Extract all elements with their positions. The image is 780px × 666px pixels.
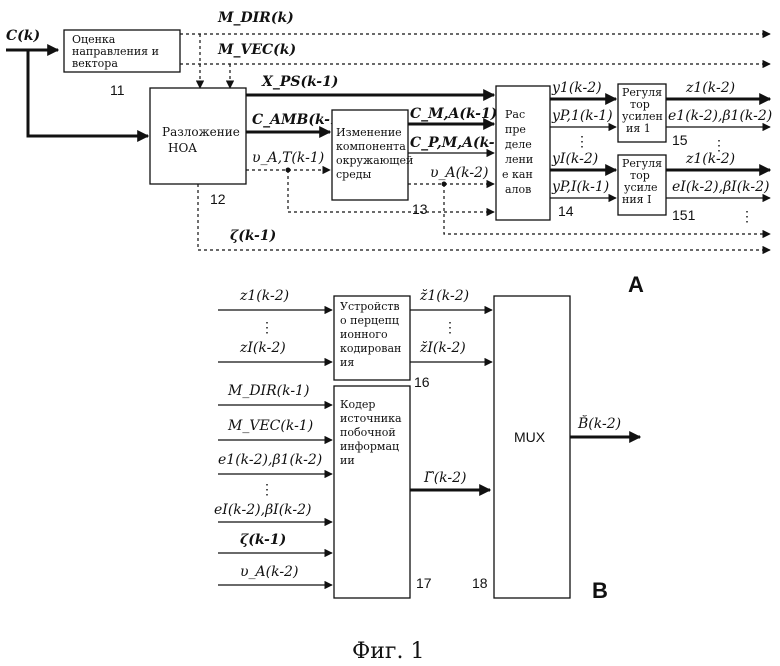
block-16-line-2: о перцепц xyxy=(340,314,399,327)
block-13-line-3: окружающей xyxy=(336,154,413,167)
b-va-label: υ_A(k-2) xyxy=(240,564,298,580)
block-18 xyxy=(494,296,570,598)
block-17-line-1: Кодер xyxy=(340,398,375,411)
b-mdir-label: M_DIR(k-1) xyxy=(227,383,309,399)
b-zeta-label: ζ(k-1) xyxy=(240,532,286,548)
m-vec-label: M_VEC(k) xyxy=(217,42,296,58)
block-17-number: 17 xyxy=(416,575,432,591)
block-12-number: 12 xyxy=(210,191,226,207)
b-zit-label: z̆I(k-2) xyxy=(419,340,466,356)
block-17-line-4: информац xyxy=(340,440,399,453)
y1-label: y1(k-2) xyxy=(551,80,602,96)
block-11-line-3: вектора xyxy=(72,57,118,70)
z1-label: z1(k-2) xyxy=(685,80,735,96)
block-12-line-2: HOA xyxy=(168,141,197,155)
block-16-number: 16 xyxy=(414,374,430,390)
e1b1-label: e1(k-2),β1(k-2) xyxy=(668,108,772,124)
eibi-label: eI(k-2),βI(k-2) xyxy=(672,179,770,195)
block-18-number: 18 xyxy=(472,575,488,591)
b-mvec-label: M_VEC(k-1) xyxy=(227,418,313,434)
block-18-label: MUX xyxy=(514,429,546,445)
block-16-line-1: Устройств xyxy=(340,300,400,313)
b-eibi-label: eI(k-2),βI(k-2) xyxy=(214,502,312,518)
block-17-line-5: ии xyxy=(340,454,355,467)
z1b-label: z1(k-2) xyxy=(685,151,735,167)
figure-caption: Фиг. 1 xyxy=(352,639,424,664)
b-e1b1-label: e1(k-2),β1(k-2) xyxy=(218,452,322,468)
v-a-label: υ_A(k-2) xyxy=(430,165,488,181)
x-ps-label: X_PS(k-1) xyxy=(261,74,338,90)
block-11-number: 11 xyxy=(110,82,125,98)
yi-label: yI(k-2) xyxy=(551,151,598,167)
block-14-line-2: пре xyxy=(505,123,526,136)
block-16-line-3: ионного xyxy=(340,328,388,341)
block-14-number: 14 xyxy=(558,203,574,219)
block-151-line-4: ния I xyxy=(622,193,651,206)
b-dots-1: ⋮ xyxy=(260,320,274,336)
block-12-line-1: Разложение xyxy=(162,125,240,139)
block-151-number: 151 xyxy=(672,207,696,223)
b-z1t-label: z̆1(k-2) xyxy=(419,288,469,304)
block-13-line-1: Изменение xyxy=(336,126,402,139)
zeta-label: ζ(k-1) xyxy=(230,228,276,244)
block-15-number: 15 xyxy=(672,132,688,148)
dots-e-bottom: ⋮ xyxy=(740,209,754,225)
block-14-line-1: Рас xyxy=(505,108,525,121)
b-z1-label: z1(k-2) xyxy=(239,288,289,304)
input-c-label: C(k) xyxy=(6,28,40,44)
block-14-line-6: алов xyxy=(505,183,531,196)
block-14-line-3: деле xyxy=(505,138,532,151)
block-14-line-5: е кан xyxy=(502,168,533,181)
block-13-line-4: среды xyxy=(336,168,371,181)
block-13-line-2: компонента xyxy=(336,140,406,153)
b-dots-3: ⋮ xyxy=(260,482,274,498)
b-out-label: B̆(k-2) xyxy=(577,414,621,432)
block-16-line-5: ия xyxy=(340,356,354,369)
block-17-line-2: источника xyxy=(340,412,402,425)
section-a: C(k) Оценка направления и вектора 11 M_D… xyxy=(6,10,772,297)
dots-y-mid: ⋮ xyxy=(575,134,589,150)
b-dots-2: ⋮ xyxy=(443,320,457,336)
section-b: z1(k-2) ⋮ zI(k-2) Устройств о перцепц ио… xyxy=(214,288,640,603)
block-16-line-4: кодирован xyxy=(340,342,401,355)
b-zi-label: zI(k-2) xyxy=(239,340,286,356)
yp1-label: yP,1(k-1) xyxy=(551,108,613,124)
v-at-label: υ_A,T(k-1) xyxy=(252,150,324,166)
block-14-line-4: лени xyxy=(505,153,533,166)
section-a-letter: A xyxy=(628,272,644,297)
section-b-letter: B xyxy=(592,578,608,603)
b-gamma-label: Γ̆(k-2) xyxy=(423,470,467,486)
block-13-number: 13 xyxy=(412,201,428,217)
c-ma-label: C_M,A(k-1) xyxy=(410,106,497,122)
m-dir-label: M_DIR(k) xyxy=(217,10,294,26)
ypi-label: yP,I(k-1) xyxy=(551,179,609,195)
block-15-line-4: ия 1 xyxy=(626,122,651,135)
block-17-line-3: побочной xyxy=(340,426,396,439)
